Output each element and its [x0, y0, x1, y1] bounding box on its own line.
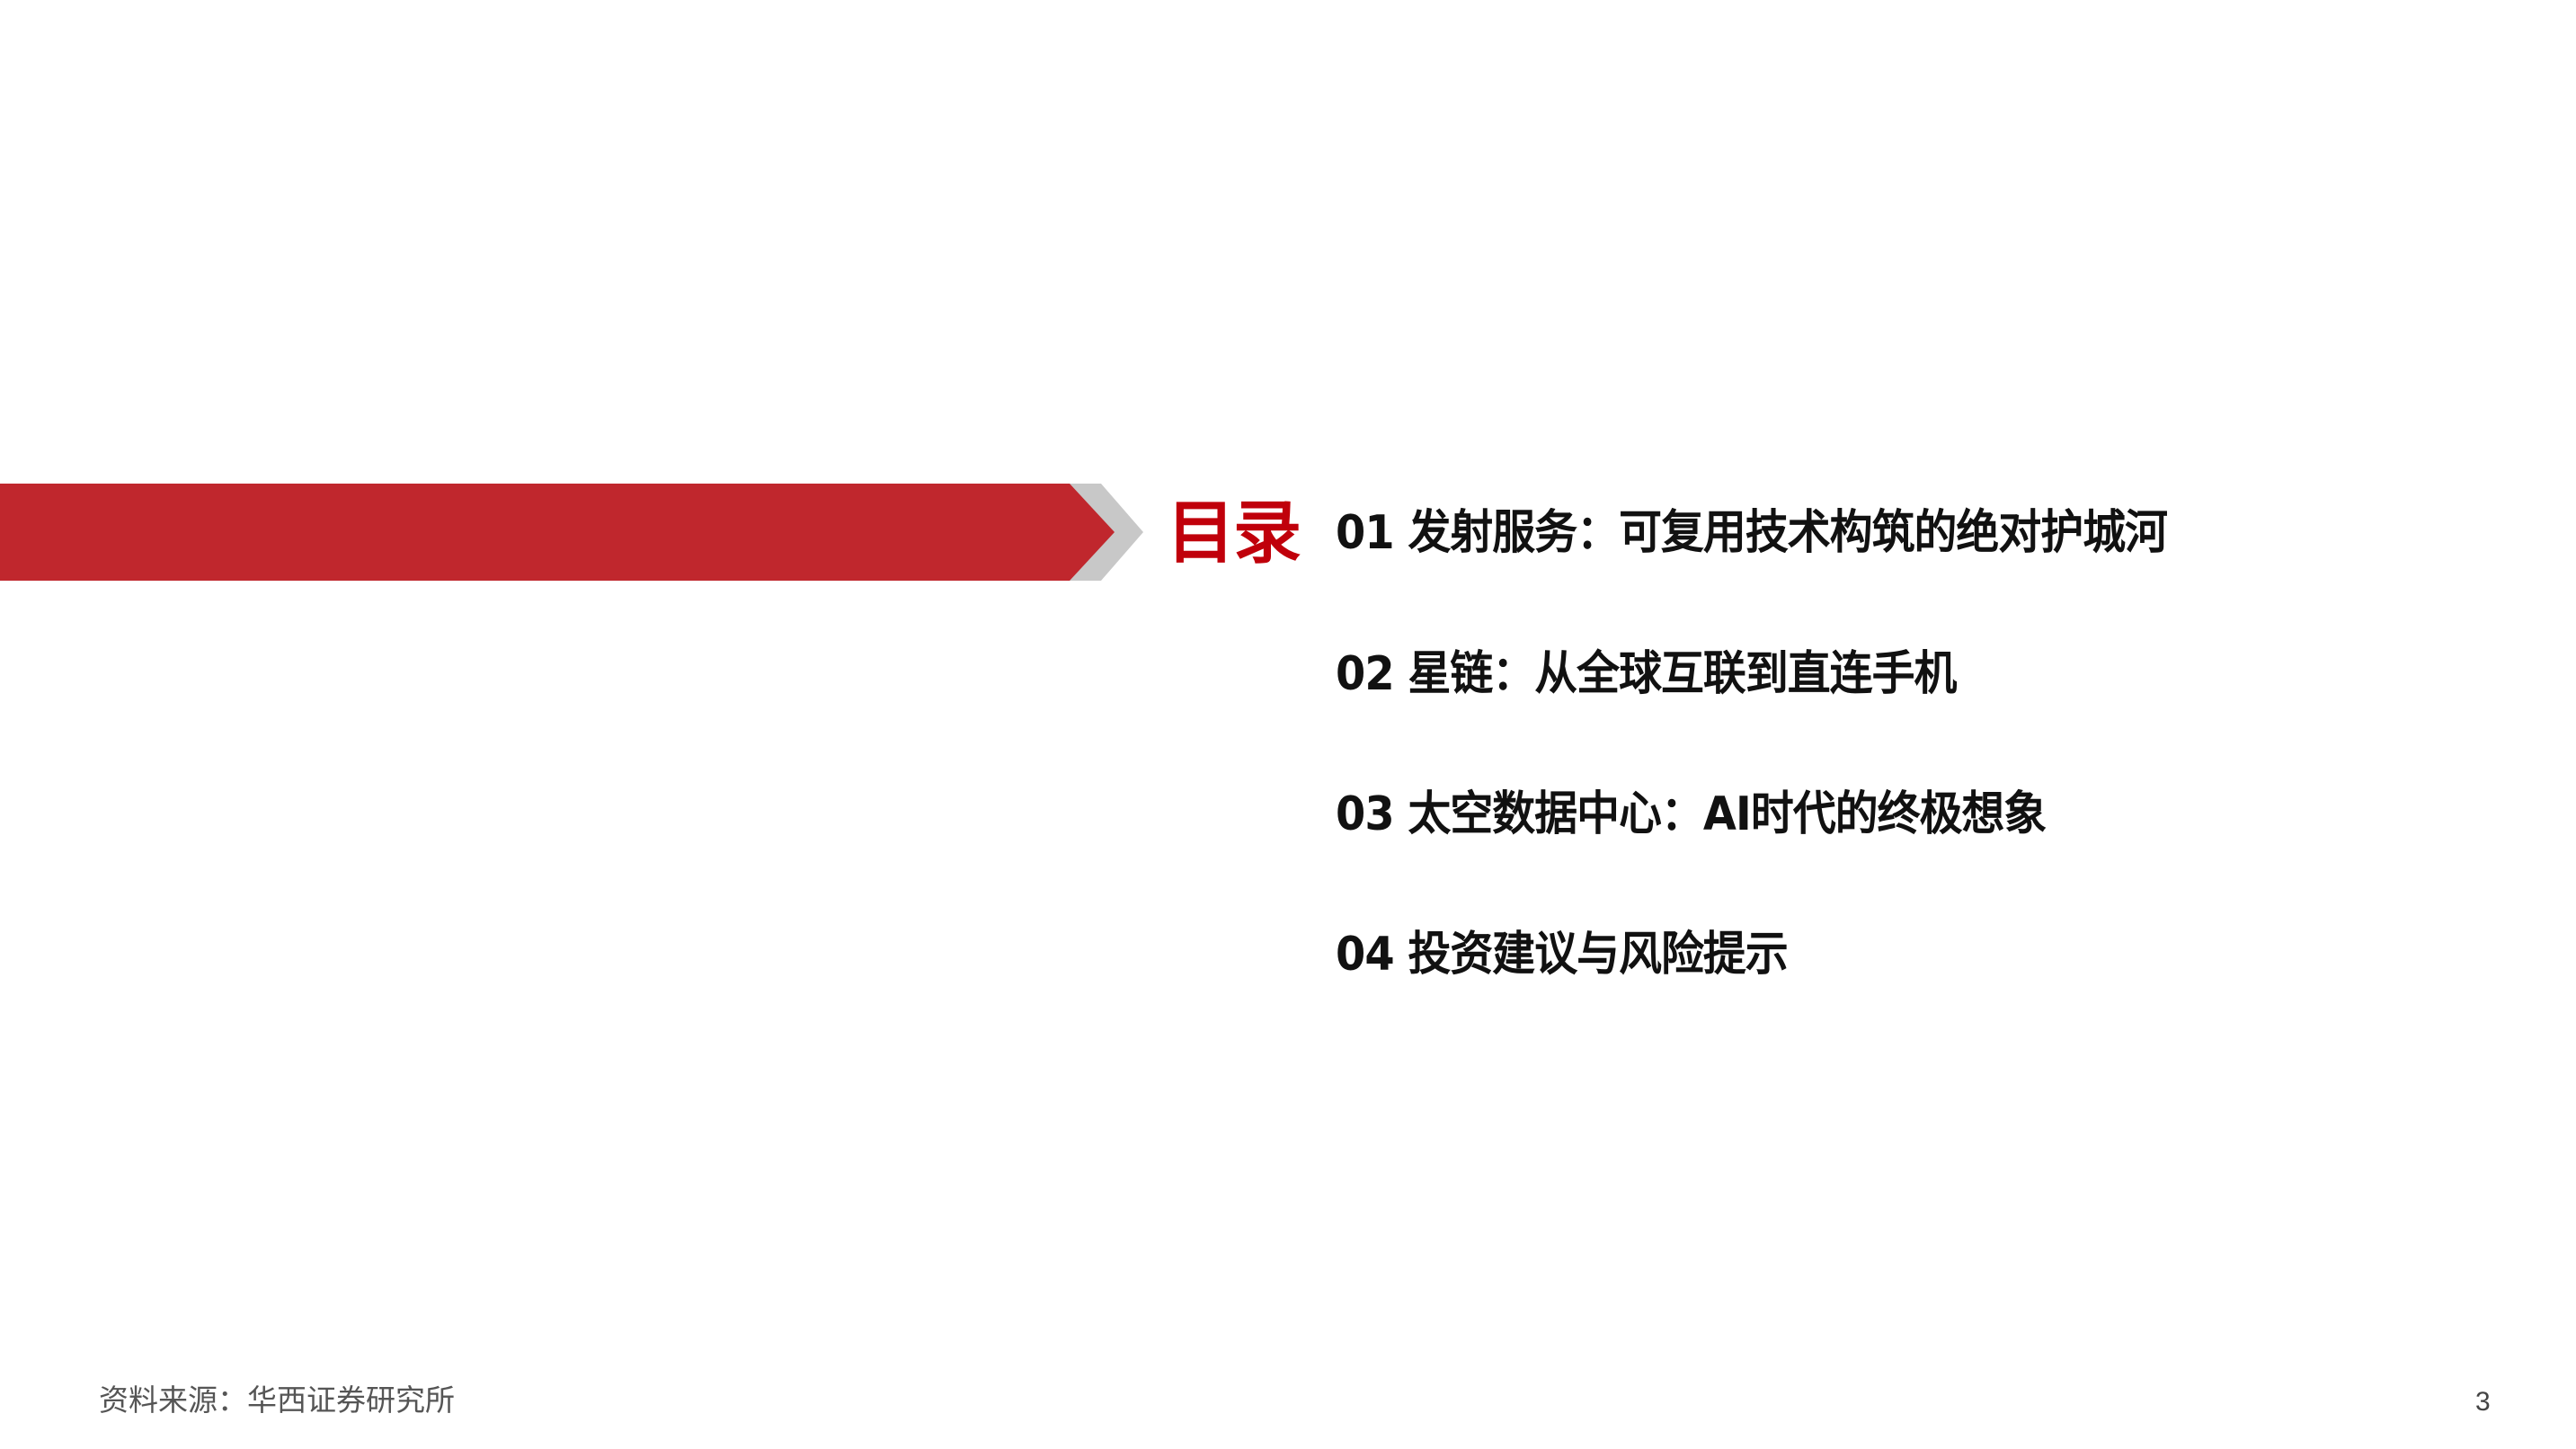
toc-item-1[interactable]: 01 发射服务：可复用技术构筑的绝对护城河: [1336, 506, 2168, 560]
toc-item-2[interactable]: 02 星链：从全球互联到直连手机: [1336, 647, 1957, 701]
toc-title: 目录: [1167, 493, 1301, 573]
toc-item-4[interactable]: 04 投资建议与风险提示: [1336, 928, 1789, 982]
gray-chevron: [1065, 484, 1143, 581]
toc-item-3[interactable]: 03 太空数据中心：AI时代的终极想象: [1336, 787, 2047, 841]
red-arrow-banner: [0, 484, 1143, 581]
page-number: 3: [2475, 1387, 2491, 1417]
red-arrow-bar: [0, 484, 1115, 581]
source-note: 资料来源：华西证券研究所: [99, 1382, 455, 1418]
